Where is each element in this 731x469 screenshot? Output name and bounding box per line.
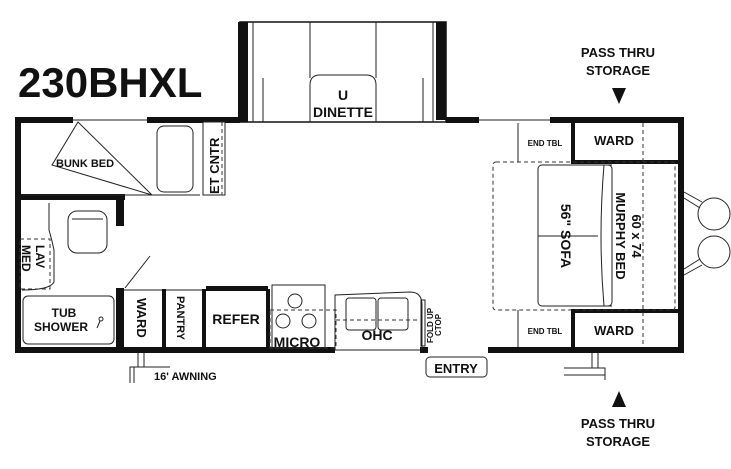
bathroom: LAV MED TUB SHOWER xyxy=(19,203,151,345)
tub-icon xyxy=(22,295,115,345)
stove-burners-icon xyxy=(275,293,317,329)
pass-thru-storage-bottom: PASS THRU STORAGE xyxy=(581,391,655,449)
murphy-bed-size-label: 60 x 74 xyxy=(629,214,644,258)
et-cntr-label: ET CNTR xyxy=(207,137,222,194)
entry-label: ENTRY xyxy=(434,361,478,376)
murphy-bed-label: MURPHY BED xyxy=(613,192,628,279)
ward-top-label: WARD xyxy=(594,133,634,148)
end-table-bottom-label: END TBL xyxy=(528,327,563,336)
lav-label: LAV xyxy=(33,245,47,268)
bunk-bed-label: BUNK BED xyxy=(56,158,114,170)
shower-label: SHOWER xyxy=(34,320,88,334)
ohc-label: OHC xyxy=(361,327,392,343)
pantry-label: PANTRY xyxy=(174,296,186,341)
refer-label: REFER xyxy=(212,311,259,327)
fold-up-label: FOLD UP xyxy=(426,307,435,343)
galley: WARD PANTRY REFER MICRO OHC FOLD UP CTOP xyxy=(116,284,443,350)
entry-steps-icon xyxy=(564,353,606,380)
ward-bottom-label: WARD xyxy=(594,323,634,338)
toilet-icon xyxy=(67,210,108,254)
model-title: 230BHXL xyxy=(18,59,202,106)
dinette-slideout: U DINETTE xyxy=(238,21,447,123)
tub-label: TUB xyxy=(52,306,77,320)
shower-head-icon xyxy=(98,316,104,322)
awning: 16' AWNING xyxy=(129,353,217,383)
awning-label: 16' AWNING xyxy=(154,371,217,383)
micro-label: MICRO xyxy=(274,334,321,350)
ctop-label: CTOP xyxy=(434,313,443,336)
sofa-label: 56" SOFA xyxy=(558,204,574,268)
exterior-walls xyxy=(15,117,684,353)
bunk-room: BUNK BED ET CNTR xyxy=(15,121,226,226)
pass-thru-bottom-line2: STORAGE xyxy=(586,434,650,449)
sink-icon xyxy=(345,297,377,331)
dinette-label: DINETTE xyxy=(313,104,373,120)
ward-galley-label: WARD xyxy=(134,298,149,338)
med-label: MED xyxy=(19,245,33,272)
end-table-top-label: END TBL xyxy=(528,139,563,148)
dinette-label-u: U xyxy=(338,87,348,103)
pass-thru-top-line1: PASS THRU xyxy=(581,45,655,60)
propane-tanks-icon xyxy=(683,191,731,276)
pass-thru-storage-top: PASS THRU STORAGE xyxy=(581,45,655,104)
front-lounge: END TBL END TBL WARD WARD 56" SOFA 60 x … xyxy=(492,123,680,348)
pass-thru-bottom-line1: PASS THRU xyxy=(581,416,655,431)
entry-door[interactable]: ENTRY xyxy=(425,356,488,378)
arrow-down-icon xyxy=(612,88,626,104)
arrow-up-icon xyxy=(612,391,626,407)
pass-thru-top-line2: STORAGE xyxy=(586,63,650,78)
